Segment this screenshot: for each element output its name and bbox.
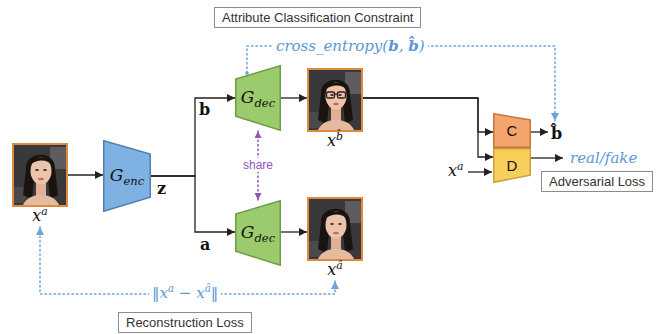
input-label: xa	[448, 162, 464, 182]
math-fragment: b̂	[408, 37, 419, 55]
edge-label: share	[241, 158, 275, 172]
edge-label: b	[199, 101, 210, 119]
block-shape	[104, 141, 151, 212]
vector-symbol: b̂	[551, 125, 562, 143]
math-fragment: â	[336, 259, 342, 272]
loss-box: Reconstruction Loss	[118, 312, 252, 333]
loss-box: Adversarial Loss	[541, 171, 653, 192]
image-node: xa	[12, 143, 68, 227]
classifier-block: C	[493, 113, 531, 148]
block-shape	[236, 201, 281, 266]
connector	[281, 231, 307, 232]
classification-line	[247, 46, 555, 121]
connector	[151, 98, 235, 176]
math-fragment: b	[388, 37, 399, 55]
connector	[363, 98, 493, 157]
connector	[363, 98, 493, 132]
input-arrow	[468, 171, 492, 172]
box-title: Reconstruction Loss	[126, 315, 244, 330]
math-fragment: a	[41, 205, 47, 218]
output-arrow	[531, 131, 548, 132]
block-name: D	[507, 157, 518, 174]
math-fragment: enc	[123, 174, 144, 188]
image-node: xâ	[307, 197, 363, 281]
encoder-block: Genc	[103, 140, 151, 212]
math-fragment: dec	[254, 231, 275, 245]
output-label: real/fake	[567, 149, 640, 167]
connector	[68, 174, 103, 175]
block-name: Gdec	[241, 222, 275, 244]
decoder-block: Gdec	[235, 65, 281, 131]
block-name: C	[507, 122, 518, 139]
loss-formula: cross_entropy(b, b̂)	[273, 37, 428, 55]
output-arrow	[531, 157, 563, 158]
box-title: Attribute Classification Constraint	[222, 10, 413, 25]
math-fragment: a	[168, 283, 174, 294]
face-photo	[12, 143, 68, 207]
glasses	[327, 92, 346, 98]
face-photo	[307, 68, 363, 132]
block-name: Genc	[110, 165, 144, 187]
math-fragment: b̂	[336, 130, 343, 143]
image-label: xb̂	[307, 132, 363, 152]
edge-label: ‖xa − xâ‖	[149, 284, 221, 304]
connector	[151, 176, 235, 232]
math-fragment: â	[205, 283, 211, 294]
discriminator-block: D	[493, 148, 531, 183]
block-name: Gdec	[241, 87, 275, 109]
image-node: xb̂	[307, 68, 363, 152]
edge-label: a	[200, 236, 210, 254]
image-label: xâ	[307, 261, 363, 281]
box-title: Adversarial Loss	[549, 174, 645, 189]
math-fragment: dec	[254, 96, 275, 110]
block-shape	[236, 66, 281, 131]
block-shape	[494, 114, 531, 148]
vector-symbol: z	[157, 180, 166, 198]
constraint-box: Attribute Classification Constraint	[214, 7, 421, 28]
image-label: xa	[12, 207, 68, 227]
block-shape	[494, 149, 531, 183]
math-fragment: a	[457, 160, 463, 173]
face-photo	[307, 197, 363, 261]
decoder-block: Gdec	[235, 200, 281, 266]
connector	[281, 97, 307, 98]
